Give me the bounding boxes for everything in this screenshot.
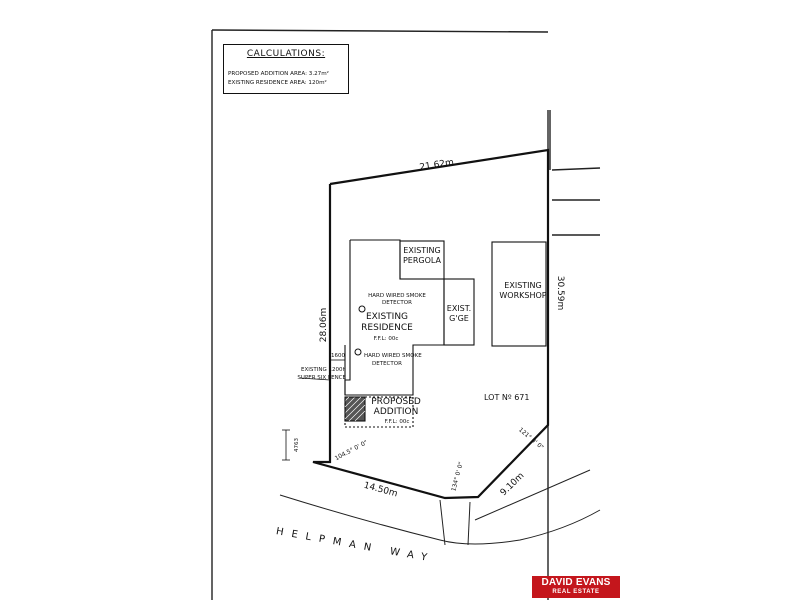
dim-front-right: 9.10m xyxy=(499,471,527,498)
residence-ffl: F.F.L: 00c xyxy=(373,336,399,342)
dim-setback-vertical: 4763 xyxy=(294,438,300,452)
buildings xyxy=(344,239,547,428)
residence-label-line1: EXISTING xyxy=(365,312,409,322)
smoke-detector-2-label-b: DETECTOR xyxy=(372,361,402,367)
agency-logo: DAVID EVANS REAL ESTATE xyxy=(532,576,620,598)
street-kerbs xyxy=(279,469,601,546)
fence-label: EXISTING 1200h SUPER SIX FENCE xyxy=(258,366,346,382)
smoke-detector-2-symbol xyxy=(354,348,362,356)
angle-middle: 134° 0' 0" xyxy=(450,461,465,492)
fence-label-line1: EXISTING 1200h xyxy=(301,367,346,373)
existing-residence-area: EXISTING RESIDENCE AREA: 120m² xyxy=(228,80,327,86)
calculations-title: CALCULATIONS: xyxy=(246,49,326,59)
dim-setback: 1600 xyxy=(331,353,345,359)
smoke-detector-1-symbol xyxy=(358,305,366,313)
dim-top-boundary: 21.62m xyxy=(419,158,455,173)
logo-line2: REAL ESTATE xyxy=(552,589,600,595)
lot-boundary xyxy=(312,148,550,500)
addition-ffl: F.F.L: 00c xyxy=(384,419,410,425)
angle-right: 121° 0' 0" xyxy=(517,426,545,451)
addition-label-line2: ADDITION xyxy=(373,407,419,417)
garage-label-line1: EXIST. xyxy=(446,304,472,313)
workshop-label: EXISTING WORKSHOP xyxy=(493,281,553,301)
dim-right-boundary: 30.59m xyxy=(555,276,565,311)
garage-outline xyxy=(443,278,475,346)
workshop-outline xyxy=(491,241,547,347)
smoke-detector-1-line1: HARD WIRED SMOKE xyxy=(368,293,426,299)
smoke-detector-1-line2: DETECTOR xyxy=(382,300,412,306)
fence-label-line2: SUPER SIX FENCE xyxy=(297,375,346,381)
pergola-label-line1: EXISTING xyxy=(403,246,441,255)
addition-label: PROPOSED ADDITION xyxy=(364,397,428,417)
lot-number: LOT Nº 671 xyxy=(484,393,530,402)
smoke-detector-2-label: HARD WIRED SMOKE xyxy=(364,353,422,359)
addition-label-line1: PROPOSED xyxy=(371,397,421,407)
residence-label-line2: RESIDENCE xyxy=(361,323,413,333)
pergola-label-line2: PERGOLA xyxy=(402,256,442,265)
calculations-box: CALCULATIONS: PROPOSED ADDITION AREA: 3.… xyxy=(223,44,349,94)
residence-label: EXISTING RESIDENCE xyxy=(346,312,428,334)
proposed-addition-area: PROPOSED ADDITION AREA: 3.27m² xyxy=(228,71,329,77)
garage-label: EXIST. G'GE xyxy=(443,304,475,324)
angle-left: 104.5° 0' 0" xyxy=(334,439,369,462)
workshop-label-line1: EXISTING xyxy=(504,281,542,290)
pergola-label: EXISTING PERGOLA xyxy=(401,246,443,266)
setback-dimension xyxy=(282,356,346,461)
residence-outline xyxy=(344,239,445,396)
proposed-addition-outline xyxy=(344,396,414,428)
workshop-label-line2: WORKSHOP xyxy=(499,291,547,300)
logo-line1: DAVID EVANS xyxy=(541,577,611,588)
dim-left-boundary: 28.06m xyxy=(319,308,329,343)
garage-label-line2: G'GE xyxy=(449,314,469,323)
street-name: HELPMAN WAY xyxy=(275,526,436,565)
smoke-detector-1-label: HARD WIRED SMOKE DETECTOR xyxy=(362,293,432,307)
